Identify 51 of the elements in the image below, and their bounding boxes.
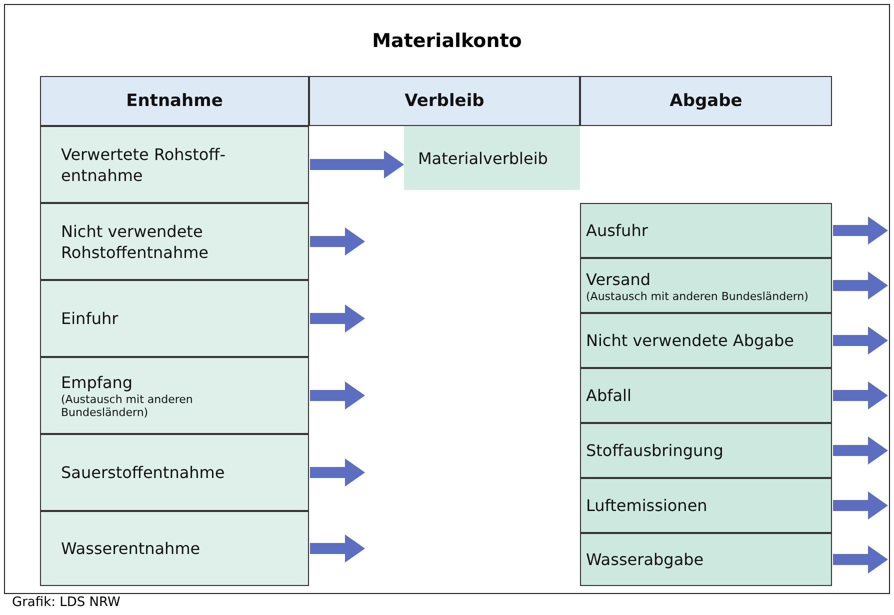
category-label: Sauerstoffentnahme: [61, 462, 226, 483]
category-label: Ausfuhr: [586, 220, 649, 241]
input-category-box: [40, 280, 309, 357]
flow-arrow: [310, 458, 365, 486]
output-category-box: [580, 203, 832, 258]
category-label: Einfuhr: [61, 308, 120, 329]
header-text: Entnahme: [126, 90, 223, 112]
output-category-box: [580, 258, 832, 313]
flow-arrow: [833, 546, 888, 574]
header-text: Verbleib: [404, 90, 484, 112]
input-category-box: [40, 511, 309, 586]
category-label: Wasserentnahme: [61, 538, 202, 559]
flow-arrow: [833, 382, 888, 410]
category-label: Materialverbleib: [418, 148, 549, 168]
flow-arrow: [833, 326, 888, 354]
flow-arrow: [833, 272, 888, 300]
note-text: (Austausch mit anderen Bundesländern): [586, 290, 810, 302]
output-category-box: [580, 313, 832, 368]
header-text: Abgabe: [670, 90, 742, 112]
flow-arrow: [310, 228, 365, 256]
input-category-box: [40, 357, 309, 434]
flow-arrow: [310, 534, 365, 562]
output-category-box: [580, 368, 832, 423]
flow-arrow: [310, 304, 365, 332]
column-header: [580, 76, 832, 126]
flow-arrow: [833, 436, 888, 464]
flow-arrow: [310, 150, 404, 178]
category-label: Verwertete Rohstoff-entnahme: [61, 144, 226, 186]
category-label: Luftemissionen: [586, 495, 708, 516]
output-category-box: [580, 423, 832, 478]
category-label: Nicht verwendete Rohstoffentnahme: [61, 220, 210, 262]
flow-arrow: [833, 492, 888, 520]
diagram-title: Materialkonto: [371, 30, 523, 52]
input-category-box: [40, 203, 309, 280]
flow-arrow: [833, 216, 888, 244]
input-category-box: [40, 434, 309, 511]
category-label: Stoffausbringung: [586, 440, 724, 461]
category-label: Wasserabgabe: [586, 549, 705, 570]
input-category-box: [40, 126, 309, 203]
output-category-box: [580, 533, 832, 586]
source-caption: Grafik: LDS NRW: [12, 595, 120, 610]
flow-arrow: [310, 382, 365, 410]
stock-box: [404, 126, 580, 190]
output-category-box: [580, 478, 832, 533]
column-header: [309, 76, 580, 126]
category-label: Versand: [586, 268, 652, 290]
column-header: [40, 76, 309, 126]
category-label: Empfang: [61, 372, 134, 393]
category-label: Abfall: [586, 385, 632, 406]
category-label: Nicht verwendete Abgabe: [586, 330, 795, 351]
note-text: (Austausch mit anderen Bundesländern): [61, 393, 194, 419]
